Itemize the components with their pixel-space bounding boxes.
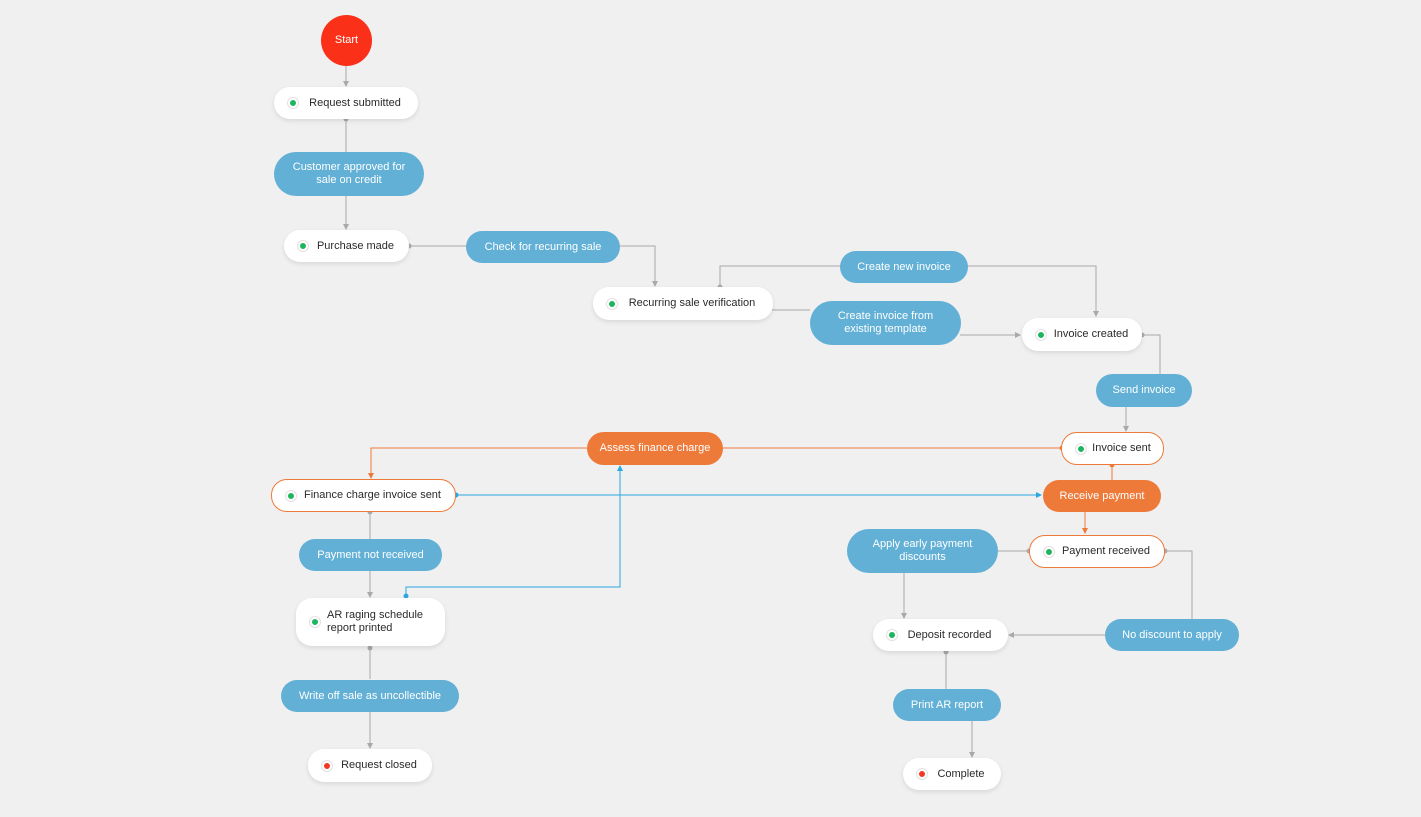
state-label: Invoice created bbox=[1053, 328, 1129, 340]
start-label: Start bbox=[334, 34, 359, 46]
action-send-invoice[interactable]: Send invoice bbox=[1096, 374, 1192, 407]
action-create-invoice-from-template[interactable]: Create invoice from existing template bbox=[810, 301, 961, 345]
status-green-icon bbox=[1036, 329, 1046, 340]
state-label: Invoice sent bbox=[1092, 442, 1151, 454]
action-print-ar-report[interactable]: Print AR report bbox=[893, 689, 1001, 721]
status-green-icon bbox=[288, 98, 298, 108]
connector-check-to-verification bbox=[620, 245, 658, 287]
status-green-icon bbox=[887, 630, 897, 640]
connector-port-dot bbox=[403, 593, 409, 599]
state-request-submitted[interactable]: Request submitted bbox=[274, 87, 418, 119]
start-node[interactable]: Start bbox=[321, 15, 372, 66]
action-assess-finance-charge[interactable]: Assess finance charge bbox=[587, 432, 723, 465]
state-invoice-sent[interactable]: Invoice sent bbox=[1061, 432, 1164, 465]
status-green-icon bbox=[607, 298, 617, 309]
status-green-icon bbox=[310, 617, 320, 627]
action-label: Send invoice bbox=[1112, 384, 1176, 396]
action-customer-approved[interactable]: Customer approved for sale on credit bbox=[274, 152, 424, 196]
action-no-discount-to-apply[interactable]: No discount to apply bbox=[1105, 619, 1239, 651]
connector-port-dot bbox=[367, 645, 373, 651]
state-label: Deposit recorded bbox=[907, 628, 992, 641]
action-label: No discount to apply bbox=[1122, 628, 1222, 641]
state-finance-charge-invoice-sent[interactable]: Finance charge invoice sent bbox=[271, 479, 456, 512]
state-deposit-recorded[interactable]: Deposit recorded bbox=[873, 619, 1008, 651]
state-payment-received[interactable]: Payment received bbox=[1029, 535, 1165, 568]
state-ar-aging-report-printed[interactable]: AR raging schedule report printed bbox=[296, 598, 445, 646]
action-write-off-sale[interactable]: Write off sale as uncollectible bbox=[281, 680, 459, 712]
connector-created-to-send bbox=[1142, 334, 1161, 374]
state-request-closed[interactable]: Request closed bbox=[308, 749, 432, 782]
connector-new-invoice-to-created bbox=[967, 265, 1099, 317]
action-label: Create new invoice bbox=[857, 260, 951, 273]
state-label: Purchase made bbox=[316, 239, 395, 252]
action-create-new-invoice[interactable]: Create new invoice bbox=[840, 251, 968, 283]
status-green-icon bbox=[1044, 546, 1054, 557]
action-apply-early-payment-discounts[interactable]: Apply early payment discounts bbox=[847, 529, 998, 573]
state-label: Request closed bbox=[341, 759, 417, 771]
state-label: Complete bbox=[937, 767, 985, 780]
action-label: Check for recurring sale bbox=[484, 240, 602, 253]
action-label: Write off sale as uncollectible bbox=[298, 689, 442, 702]
status-green-icon bbox=[286, 490, 296, 501]
connector-verification-to-new-invoice bbox=[719, 265, 840, 287]
state-label: Request submitted bbox=[309, 96, 401, 109]
action-label: Create invoice from existing template bbox=[837, 310, 934, 335]
action-label: Payment not received bbox=[317, 548, 424, 561]
action-payment-not-received[interactable]: Payment not received bbox=[299, 539, 442, 571]
action-check-recurring-sale[interactable]: Check for recurring sale bbox=[466, 231, 620, 263]
status-red-icon bbox=[917, 769, 927, 779]
state-complete[interactable]: Complete bbox=[903, 758, 1001, 790]
action-label: Assess finance charge bbox=[599, 442, 711, 454]
state-label: Recurring sale verification bbox=[628, 297, 756, 309]
status-green-icon bbox=[298, 241, 308, 251]
state-label: Payment received bbox=[1061, 545, 1151, 557]
state-purchase-made[interactable]: Purchase made bbox=[284, 230, 409, 262]
connector-assess-to-finance bbox=[368, 447, 587, 479]
action-label: Apply early payment discounts bbox=[872, 538, 973, 563]
state-label: Finance charge invoice sent bbox=[304, 489, 441, 501]
connector-received-to-no-discount bbox=[1165, 550, 1193, 619]
connector-ar-to-assess bbox=[405, 465, 623, 597]
action-label: Print AR report bbox=[910, 698, 984, 711]
action-label: Customer approved for sale on credit bbox=[292, 161, 406, 186]
action-label: Receive payment bbox=[1059, 489, 1145, 502]
action-receive-payment[interactable]: Receive payment bbox=[1043, 480, 1161, 512]
state-label: AR raging schedule report printed bbox=[327, 609, 424, 634]
status-red-icon bbox=[322, 760, 332, 771]
state-recurring-sale-verification[interactable]: Recurring sale verification bbox=[593, 287, 773, 320]
status-green-icon bbox=[1076, 443, 1086, 454]
state-invoice-created[interactable]: Invoice created bbox=[1022, 318, 1142, 351]
